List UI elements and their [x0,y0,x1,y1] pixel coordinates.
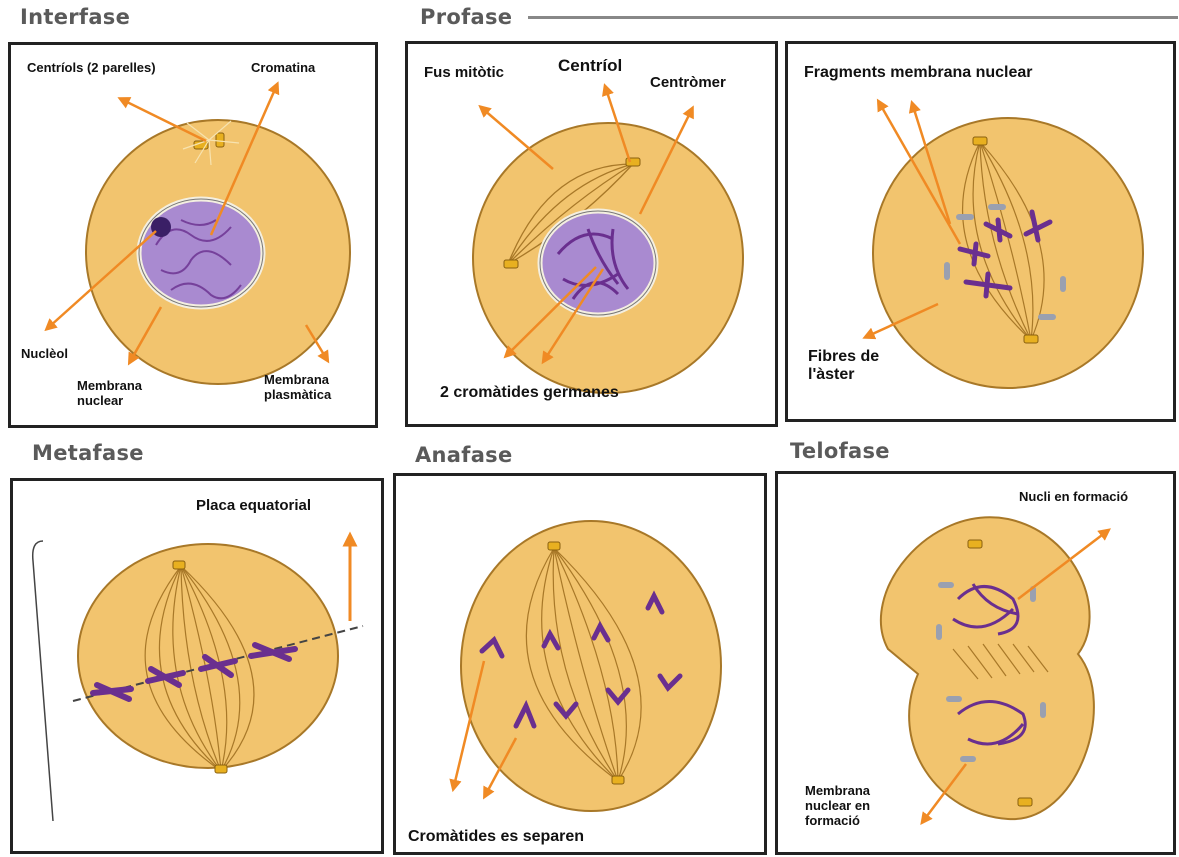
label-centromere: Centròmer [650,74,726,91]
anaphase-title: Anafase [415,443,513,467]
label-aster-fibers: Fibres de l'àster [808,348,879,385]
anaphase-panel: Cromàtides es separen [393,473,767,855]
label-nucleolus: Nuclèol [21,347,68,362]
label-membrane-fragments: Fragments membrana nuclear [804,64,1033,82]
cell [873,118,1143,388]
metaphase-panel: Placa equatorial [10,478,384,854]
prophase-panel: Fus mitòtic Centríol Centròmer 2 cromàti… [405,41,778,427]
label-sister-chromatids: 2 cromàtides germanes [440,384,619,402]
bracket [33,541,53,821]
metaphase-title: Metafase [32,441,144,465]
telophase-title: Telofase [790,439,890,463]
label-nucleus-forming: Nucli en formació [1019,490,1128,505]
label-centriole: Centríol [558,56,622,76]
label-spindle: Fus mitòtic [424,64,504,81]
interphase-panel: Centríols (2 parelles) Cromatina Nuclèol… [8,42,378,428]
label-chromatids-separate: Cromàtides es separen [408,828,584,846]
cell [881,517,1094,819]
metaphase-cell-drawing [13,481,384,854]
interphase-cell-drawing [11,45,378,428]
prometaphase-panel: Fragments membrana nuclear Fibres de l'à… [785,41,1176,422]
label-plasma-membrane: Membrana plasmàtica [264,373,331,403]
nucleus [540,211,656,315]
interphase-title: Interfase [20,5,130,29]
label-equatorial-plate: Placa equatorial [196,497,311,514]
telophase-panel: Nucli en formació Membrana nuclear en fo… [775,471,1176,855]
anaphase-cell-drawing [396,476,767,855]
prophase-title: Profase [420,5,512,29]
label-nuclear-membrane: Membrana nuclear [77,379,142,409]
label-chromatin: Cromatina [251,61,315,76]
label-centrioles: Centríols (2 parelles) [27,61,156,76]
label-membrane-forming: Membrana nuclear en formació [805,784,870,829]
prophase-cell-drawing [408,44,778,427]
prophase-title-rule [528,16,1178,19]
